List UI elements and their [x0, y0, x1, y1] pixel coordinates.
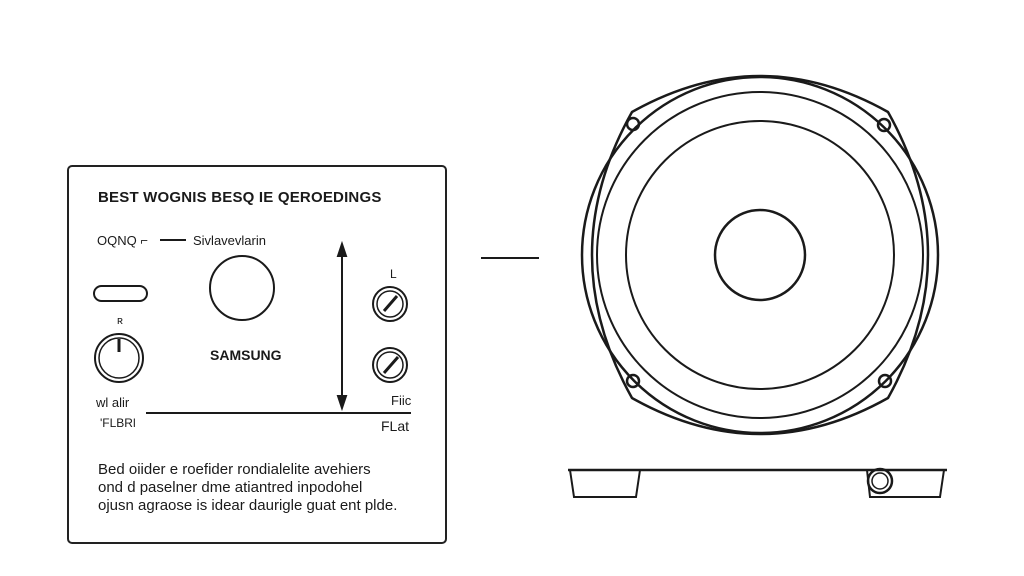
mode-label: OQNQ ⌐: [97, 233, 148, 248]
speaker-surround: [596, 91, 924, 419]
speaker-front-view: [580, 74, 940, 436]
center-speaker-circle: [209, 255, 275, 321]
panel-description: Bed oiider e roefider rondialelite avehi…: [98, 461, 397, 515]
left-knob-label: wl alir: [96, 395, 130, 410]
right-bottom-knob[interactable]: [372, 347, 408, 383]
flat-left-label: 'FLBRl: [100, 416, 136, 430]
speaker-frame: [590, 74, 930, 436]
brand-label: Sivlavevlarin: [193, 233, 266, 248]
right-top-label: L: [390, 267, 397, 281]
mounting-hole-icon: [625, 373, 641, 389]
speaker-side-profile: [568, 467, 947, 498]
description-line: Bed oiider e roefider rondialelite avehi…: [98, 461, 371, 478]
flat-right-label: FLat: [381, 418, 410, 434]
speaker-outer-ring: [580, 75, 940, 435]
speaker-cone: [625, 120, 895, 390]
right-top-knob[interactable]: [372, 286, 408, 322]
panel-title: BEST WOGNIS BESQ IE QEROEDINGS: [98, 189, 382, 206]
spec-panel: BEST WOGNIS BESQ IE QEROEDINGS OQNQ ⌐ Si…: [67, 165, 447, 544]
description-line: ojusn agraose is idear daurigle guat ent…: [98, 497, 398, 514]
samsung-label: SAMSUNG: [210, 347, 282, 363]
side-port-icon: [866, 467, 894, 495]
right-bottom-label: Fiic: [391, 393, 412, 408]
mounting-hole-icon: [625, 116, 641, 132]
description-line: ond d paselner dme atiantred inpodohel: [98, 479, 363, 496]
vertical-double-arrow-icon: [336, 240, 348, 412]
mounting-hole-icon: [876, 117, 892, 133]
mode-pill-button[interactable]: [93, 285, 148, 302]
knob-top-label: ʀ: [117, 315, 123, 327]
mounting-hole-icon: [877, 373, 893, 389]
left-volume-knob[interactable]: [94, 333, 144, 383]
speaker-dust-cap: [713, 208, 807, 302]
